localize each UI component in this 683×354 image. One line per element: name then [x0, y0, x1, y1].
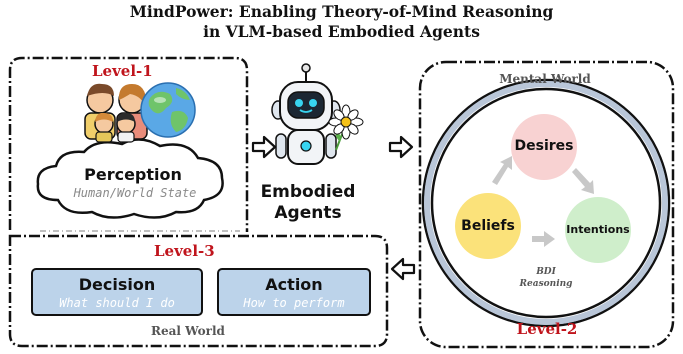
title-line-1: MindPower: Enabling Theory-of-Mind Reaso…: [129, 2, 554, 21]
action-title: Action: [265, 275, 323, 294]
action-box: Action How to perform: [217, 268, 371, 316]
arrow-left-icon: [390, 257, 416, 281]
mental-world-title: Mental World: [499, 72, 591, 86]
family-icon: [84, 83, 148, 143]
cycle-arrow-icon: [492, 156, 594, 247]
bdi-reasoning-label: BDI Reasoning: [506, 266, 586, 290]
arrow-right-icon: [388, 135, 414, 159]
level1-label: Level-1: [92, 62, 153, 80]
title-line-2: in VLM-based Embodied Agents: [203, 22, 480, 41]
decision-subtitle: What should I do: [59, 296, 175, 310]
desires-circle: [511, 114, 577, 180]
perception-subtitle: Human/World State: [73, 186, 197, 200]
level3-frame: [8, 234, 389, 348]
agent-label-line-1: Embodied: [260, 182, 356, 202]
perception-title: Perception: [84, 165, 182, 184]
level2-label: Level-2: [516, 320, 578, 338]
arrow-right-icon: [251, 135, 277, 159]
agent-label: Embodied Agents: [258, 182, 358, 224]
level1-frame: [8, 56, 249, 232]
bdi-label-line-2: Reasoning: [519, 279, 573, 289]
intentions-label: Intentions: [566, 223, 630, 236]
action-subtitle: How to perform: [243, 296, 345, 310]
real-world-label: Real World: [151, 324, 225, 338]
flower-icon: [328, 104, 364, 151]
globe-icon: [140, 82, 196, 138]
perception-cloud: [36, 138, 224, 219]
decision-box: Decision What should I do: [31, 268, 203, 316]
bdi-label-line-1: BDI: [536, 267, 556, 277]
beliefs-label: Beliefs: [461, 218, 515, 234]
beliefs-circle: [455, 193, 521, 259]
level3-label: Level-3: [154, 242, 215, 260]
intentions-circle: [565, 197, 631, 263]
decision-title: Decision: [78, 275, 156, 294]
agent-label-line-2: Agents: [274, 203, 342, 223]
mental-world-frame: [418, 60, 675, 349]
robot-icon: [271, 63, 341, 165]
desires-label: Desires: [514, 138, 574, 154]
